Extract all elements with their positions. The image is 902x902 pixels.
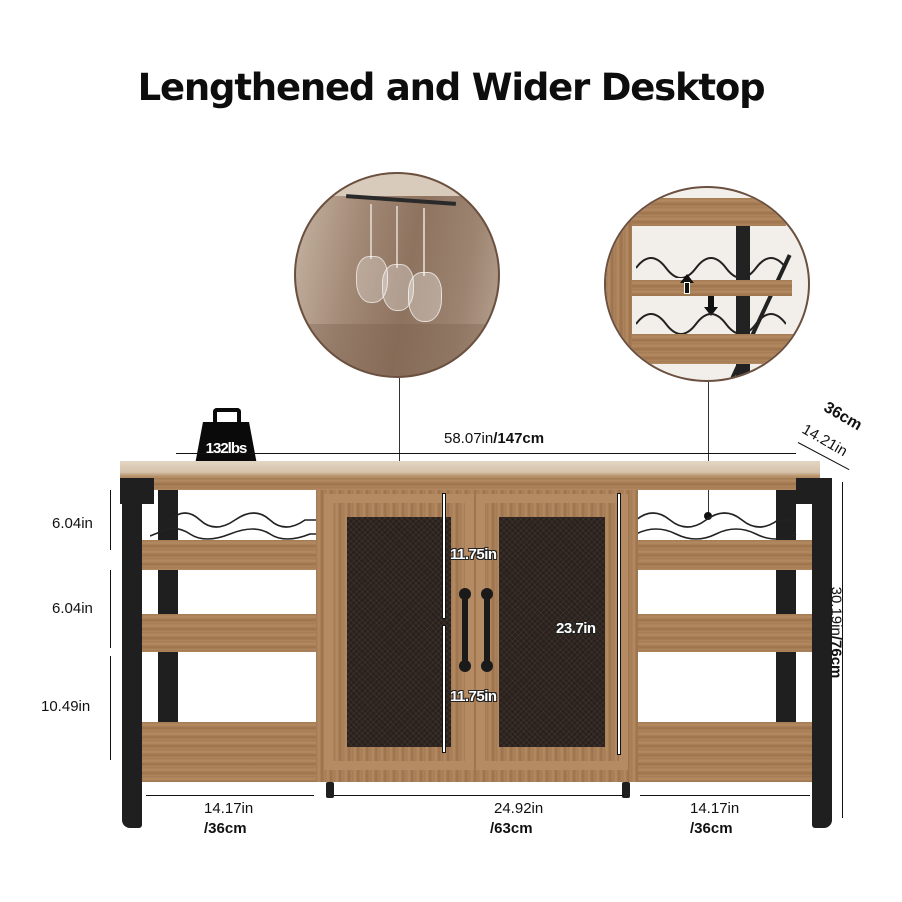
wine-rack-wave-icon — [636, 313, 786, 334]
overall-height-label: 30.19in/76cm — [827, 586, 845, 679]
wine-rack-wave-icon — [150, 512, 318, 540]
cabinet-ceiling — [296, 174, 498, 196]
bottom-width-line-left — [146, 795, 314, 796]
right-door-mesh-panel — [499, 517, 605, 747]
rack-middle-shelf — [632, 280, 792, 296]
door-lower-label: 11.75in — [450, 688, 497, 705]
left-door[interactable] — [324, 494, 474, 770]
left-shelf-1 — [142, 540, 316, 570]
left-width-in-label: 14.17in — [204, 800, 254, 817]
right-shelf-bottom — [638, 722, 812, 782]
height-dimension-line — [842, 482, 843, 818]
right-shelf-1 — [638, 540, 812, 570]
right-width-cm-label: /36cm — [690, 820, 733, 837]
cabinet-foot — [326, 782, 334, 798]
width-dimension-line — [176, 453, 796, 454]
callout-leader-line — [399, 378, 400, 514]
wine-rack-wave-icon — [636, 257, 786, 278]
callout-leader-line — [708, 382, 709, 516]
page-title: Lengthened and Wider Desktop — [137, 66, 766, 109]
door-lower-dimension-line — [443, 626, 445, 752]
center-width-cm-label: /63cm — [490, 820, 533, 837]
left-door-handle[interactable] — [458, 588, 472, 672]
weight-label: 132lbs — [205, 440, 248, 457]
wine-rack-wave-icon — [636, 512, 797, 540]
shelf-spacing-1-label: 6.04in — [52, 515, 93, 532]
center-width-in-label: 24.92in — [494, 800, 544, 817]
rack-bottom-shelf — [632, 334, 802, 364]
bottom-width-line-center — [334, 795, 624, 796]
arrow-up-icon — [680, 274, 694, 294]
right-width-in-label: 14.17in — [690, 800, 740, 817]
overall-width-label: 58.07in/147cm — [444, 430, 545, 447]
wine-glass-icon — [408, 208, 442, 333]
spacing-dimension-line — [110, 490, 111, 550]
cabinet-floor — [296, 324, 498, 376]
adjustable-wine-rack-detail — [604, 186, 810, 382]
bottom-width-line-right — [640, 795, 810, 796]
door-height-label: 23.7in — [556, 620, 596, 637]
rack-top-shelf — [606, 198, 786, 226]
left-width-cm-label: /36cm — [204, 820, 247, 837]
spacing-dimension-line — [110, 570, 111, 648]
spacing-dimension-line — [110, 656, 111, 760]
depth-cm-label: 36cm — [820, 398, 865, 435]
shelf-spacing-3-label: 10.49in — [41, 698, 91, 715]
cabinet-foot — [622, 782, 630, 798]
door-upper-label: 11.75in — [450, 546, 497, 563]
right-door-handle[interactable] — [480, 588, 494, 672]
left-shelf-bottom — [142, 722, 316, 782]
right-front-leg — [812, 490, 832, 828]
shelf-spacing-2-label: 6.04in — [52, 600, 93, 617]
left-door-mesh-panel — [347, 517, 451, 747]
right-door[interactable] — [476, 494, 628, 770]
left-front-leg — [122, 490, 142, 828]
left-shelf-2 — [142, 614, 316, 652]
door-upper-dimension-line — [443, 494, 445, 618]
cabinet-apron — [140, 478, 810, 490]
right-shelf-2 — [638, 614, 812, 652]
arrow-down-icon — [704, 296, 718, 316]
rack-side-panel — [606, 218, 632, 380]
door-height-dimension-line — [618, 494, 620, 754]
wine-glass-holder-detail — [294, 172, 500, 378]
